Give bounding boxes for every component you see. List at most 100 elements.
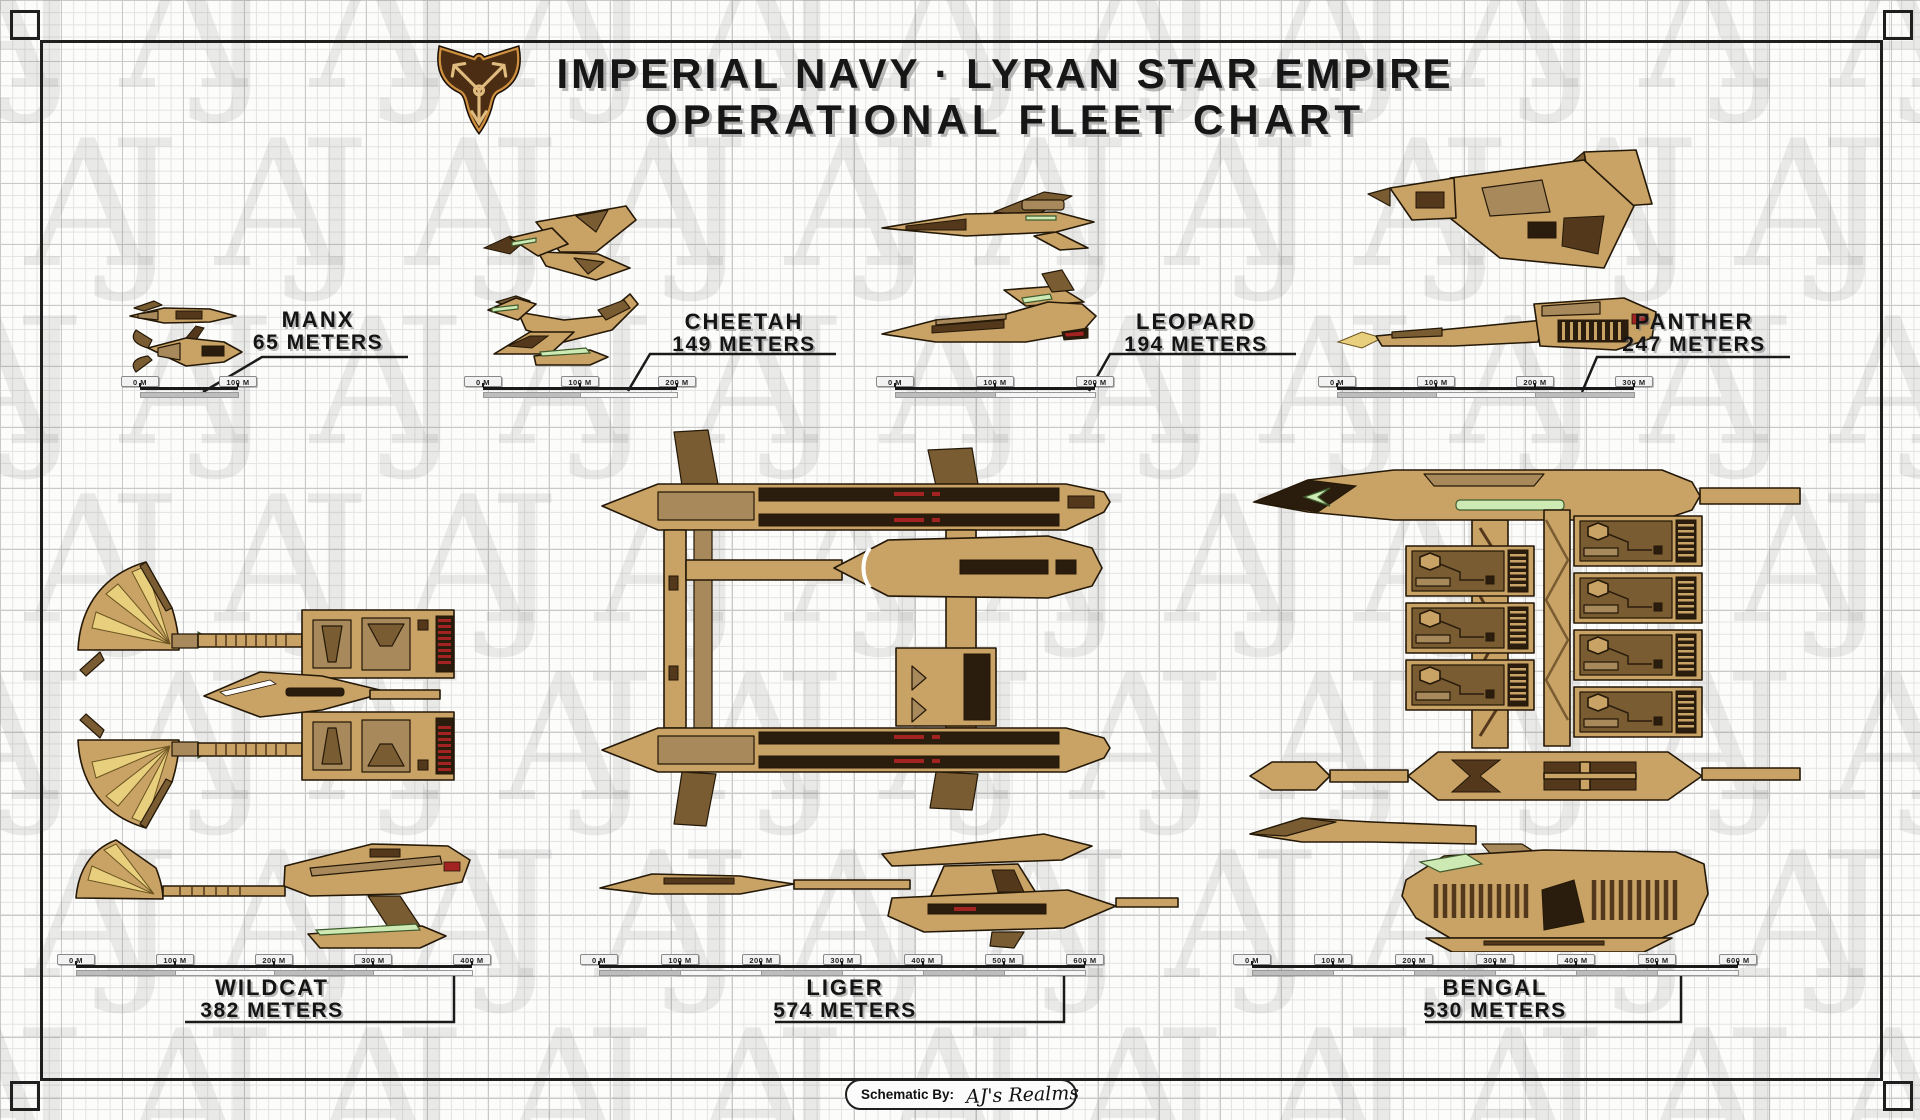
panther-label: PANTHER 247 METERS <box>1604 310 1784 356</box>
ruler-line <box>1252 965 1738 968</box>
ruler-tick <box>1094 383 1096 387</box>
ship-length: 247 METERS <box>1622 333 1766 356</box>
ruler-tick <box>75 961 77 965</box>
ruler-tick <box>139 383 141 387</box>
scale-bar-segment <box>1495 970 1577 976</box>
scale-bar-segment <box>842 970 924 976</box>
ruler-tick <box>922 961 924 965</box>
schematic-credit: Schematic By: AJ's Realms <box>845 1079 1080 1110</box>
ruler-tick <box>598 961 600 965</box>
ruler-tick <box>1435 383 1437 387</box>
frame-corner-bottom-left <box>10 1081 40 1111</box>
scale-bar-segment <box>76 970 176 976</box>
ship-name: MANX <box>281 307 355 332</box>
ruler-tick <box>1003 961 1005 965</box>
ship-length: 194 METERS <box>1124 333 1268 356</box>
scale-bar-segment <box>1576 970 1658 976</box>
scale-bar-segment <box>140 392 239 398</box>
ship-name: WILDCAT <box>215 975 329 1000</box>
ruler-tick <box>676 383 678 387</box>
wildcat-top-view <box>77 561 455 829</box>
scale-bar-segment <box>761 970 843 976</box>
scale-bar-segment <box>923 970 1005 976</box>
ruler-tick <box>1332 961 1334 965</box>
ruler-tick <box>679 961 681 965</box>
liger-label: LIGER 574 METERS <box>745 976 945 1022</box>
ship-length: 382 METERS <box>200 999 344 1022</box>
scale-bar-segment <box>1333 970 1415 976</box>
ruler-tick <box>1251 961 1253 965</box>
scale-bar-segment <box>274 970 374 976</box>
scale-bar-segment <box>599 970 681 976</box>
panther-side-view <box>1336 297 1657 351</box>
ruler-tick <box>1633 383 1635 387</box>
scale-bar-segment <box>680 970 762 976</box>
scale-bar-segment <box>1657 970 1739 976</box>
manx-side-view <box>129 300 237 324</box>
ruler-tick <box>471 961 473 965</box>
ruler-tick <box>1336 383 1338 387</box>
ship-length: 149 METERS <box>672 333 816 356</box>
scale-bar-segment <box>1535 392 1635 398</box>
liger-schematic <box>599 429 1179 949</box>
ship-name: LIGER <box>806 975 884 1000</box>
ship-name: CHEETAH <box>684 309 804 334</box>
ruler-tick <box>1575 961 1577 965</box>
ruler-tick <box>174 961 176 965</box>
leopard-schematic <box>881 191 1097 343</box>
panther-schematic <box>1336 149 1657 351</box>
panther-top-view <box>1367 149 1653 269</box>
manx-schematic <box>129 300 243 373</box>
manx-top-view <box>132 325 243 373</box>
scale-bar-segment <box>1252 970 1334 976</box>
scale-bar-segment <box>1414 970 1496 976</box>
ruler-tick <box>1656 961 1658 965</box>
ruler-tick <box>760 961 762 965</box>
ruler-tick <box>894 383 896 387</box>
panther-engine-grille <box>1562 322 1621 340</box>
wildcat-label: WILDCAT 382 METERS <box>172 976 372 1022</box>
ruler-tick <box>273 961 275 965</box>
ruler-line <box>599 965 1085 968</box>
ruler-line <box>76 965 472 968</box>
ruler-tick <box>482 383 484 387</box>
liger-side-view <box>599 833 1179 949</box>
bengal-top-view <box>1249 469 1801 801</box>
ruler-tick <box>372 961 374 965</box>
wildcat-side-view <box>75 839 471 949</box>
manx-label: MANX 65 METERS <box>238 308 398 354</box>
ruler-tick <box>994 383 996 387</box>
scale-bar-segment <box>1337 392 1437 398</box>
leopard-side-view <box>881 269 1097 343</box>
bengal-schematic <box>1249 469 1801 952</box>
ruler-tick <box>1737 961 1739 965</box>
scale-bar-segment <box>1004 970 1086 976</box>
ruler-tick <box>1494 961 1496 965</box>
leopard-top-view <box>881 191 1095 251</box>
ruler-tick <box>1084 961 1086 965</box>
credit-signature: AJ's Realms <box>965 1081 1080 1108</box>
ruler-line <box>1337 387 1634 390</box>
scale-bar-segment <box>1436 392 1536 398</box>
frame-corner-top-left <box>10 10 40 40</box>
ruler-tick <box>1413 961 1415 965</box>
bengal-label: BENGAL 530 METERS <box>1395 976 1595 1022</box>
ruler-line <box>140 387 238 390</box>
scale-bar-segment <box>483 392 581 398</box>
ruler-tick <box>841 961 843 965</box>
ruler-line <box>483 387 677 390</box>
lyran-emblem-icon <box>437 44 521 136</box>
frame-corner-top-right <box>1883 10 1913 40</box>
frame-corner-bottom-right <box>1883 1081 1913 1111</box>
ship-name: PANTHER <box>1634 309 1754 334</box>
bengal-side-view <box>1249 817 1709 952</box>
chart-title-line2: OPERATIONAL FLEET CHART <box>644 96 1366 143</box>
ruler-tick <box>579 383 581 387</box>
cheetah-schematic <box>482 205 639 366</box>
ship-length: 574 METERS <box>773 999 917 1022</box>
ruler-tick <box>237 383 239 387</box>
credit-label: Schematic By: <box>861 1087 955 1102</box>
scale-bar-segment <box>995 392 1096 398</box>
ship-name: LEOPARD <box>1136 309 1256 334</box>
